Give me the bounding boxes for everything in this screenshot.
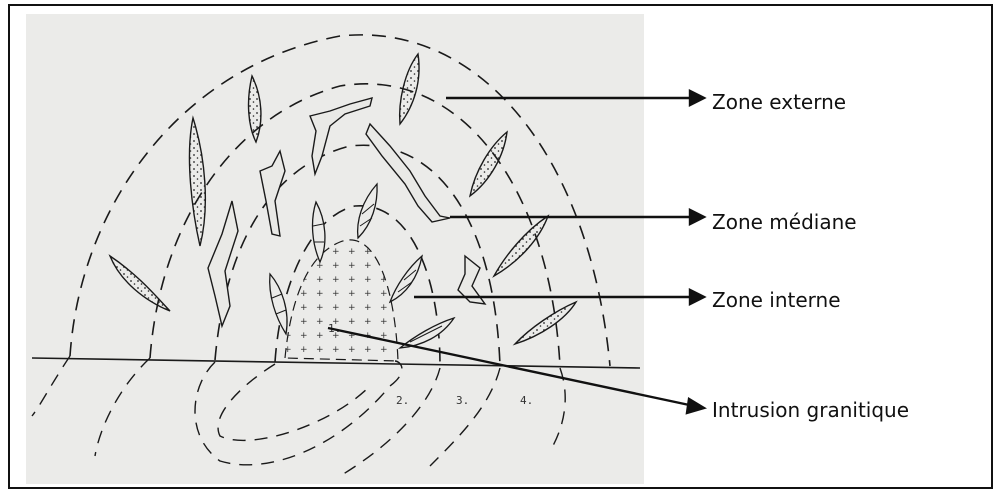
zone-number-2: 2. — [396, 394, 409, 407]
figure-frame: + — [8, 4, 993, 489]
arrowhead — [690, 91, 704, 105]
arrowhead — [687, 399, 704, 413]
zone-number-3: 3. — [456, 394, 469, 407]
label-zone-interne: Zone interne — [712, 288, 841, 312]
zone-number-4: 4. — [520, 394, 533, 407]
label-zone-externe: Zone externe — [712, 90, 846, 114]
label-zone-mediane: Zone médiane — [712, 210, 857, 234]
label-intrusion-granitique: Intrusion granitique — [712, 398, 909, 422]
arrowhead — [690, 290, 704, 304]
arrowhead — [690, 210, 704, 224]
